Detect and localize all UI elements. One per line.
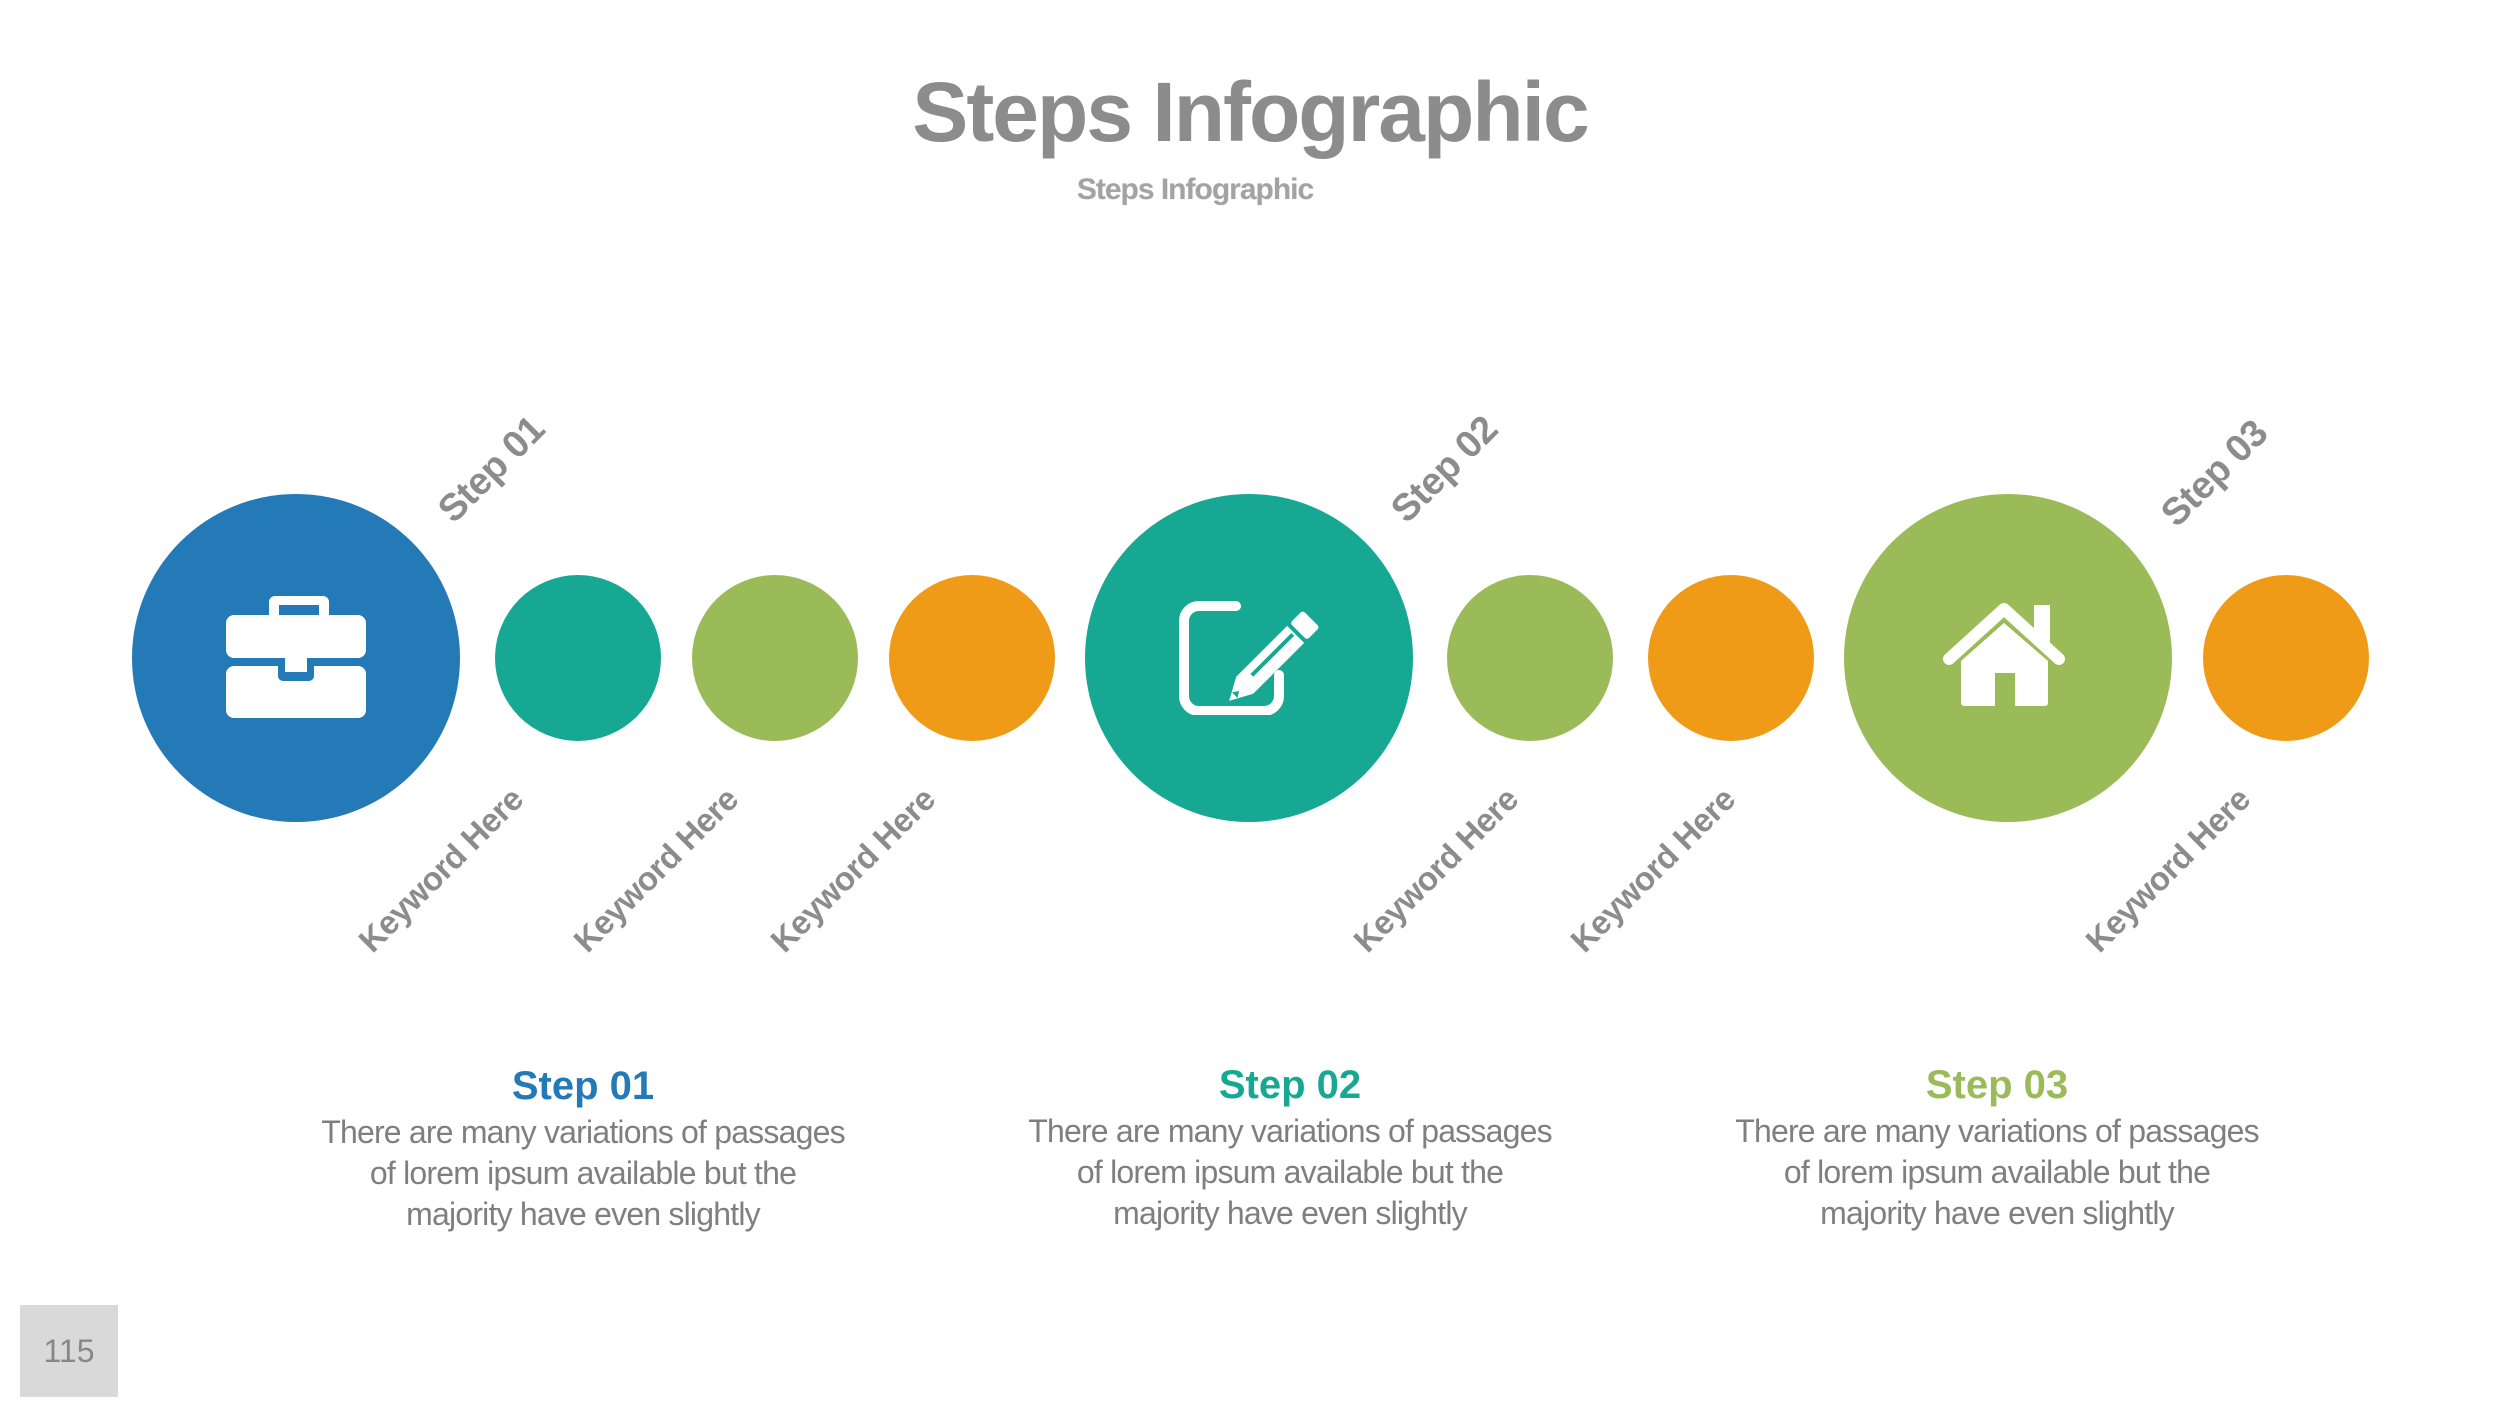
step-03-dot-orange: [2203, 575, 2369, 741]
step-01-keyword-1: Keyword Here: [351, 780, 531, 960]
step-02-dot-orange: [1648, 575, 1814, 741]
step-01-dot-green: [692, 575, 858, 741]
step-01-keyword-2: Keyword Here: [566, 780, 746, 960]
body-line: of lorem ipsum available but the: [1783, 1154, 2211, 1190]
step-03-body: There are many variations of passages of…: [1697, 1111, 2297, 1234]
step-02-body: There are many variations of passages of…: [990, 1111, 1590, 1234]
slide-title: Steps Infographic: [912, 65, 1589, 159]
step-01-body: There are many variations of passages of…: [283, 1112, 883, 1235]
step-01-heading: Step 01: [511, 1064, 655, 1108]
step-02-circle: [1085, 494, 1413, 822]
step-02-description: Step 02 There are many variations of pas…: [990, 1061, 1590, 1234]
step-02-dot-green: [1447, 575, 1613, 741]
body-line: There are many variations of passages: [1735, 1113, 2259, 1149]
step-03-keyword-1: Keyword Here: [2078, 780, 2258, 960]
step-01-dot-teal: [495, 575, 661, 741]
step-03-circle: [1844, 494, 2172, 822]
page-number: 115: [43, 1332, 95, 1369]
step-03-label: Step 03: [2153, 412, 2277, 536]
step-01-keyword-3: Keyword Here: [763, 780, 943, 960]
edit-pencil-icon: [1178, 595, 1328, 715]
body-line: majority have even slightly: [406, 1196, 760, 1232]
step-01-description: Step 01 There are many variations of pas…: [283, 1062, 883, 1235]
body-line: There are many variations of passages: [321, 1114, 845, 1150]
step-02-heading: Step 02: [1218, 1063, 1362, 1107]
house-icon: [1943, 603, 2073, 707]
body-line: of lorem ipsum available but the: [1076, 1154, 1504, 1190]
briefcase-icon: [226, 596, 366, 720]
step-01-label: Step 01: [430, 408, 554, 532]
slide-subtitle: Steps Infographic: [1076, 173, 1314, 206]
body-line: of lorem ipsum available but the: [369, 1155, 797, 1191]
page-number-badge: 115: [20, 1305, 118, 1397]
step-03-description: Step 03 There are many variations of pas…: [1697, 1061, 2297, 1234]
step-02-label: Step 02: [1383, 408, 1507, 532]
step-02-keyword-2: Keyword Here: [1563, 780, 1743, 960]
body-line: There are many variations of passages: [1028, 1113, 1552, 1149]
step-02-keyword-1: Keyword Here: [1346, 780, 1526, 960]
step-01-dot-orange: [889, 575, 1055, 741]
step-01-circle: [132, 494, 460, 822]
step-03-heading: Step 03: [1925, 1063, 2069, 1107]
body-line: majority have even slightly: [1820, 1195, 2174, 1231]
body-line: majority have even slightly: [1113, 1195, 1467, 1231]
